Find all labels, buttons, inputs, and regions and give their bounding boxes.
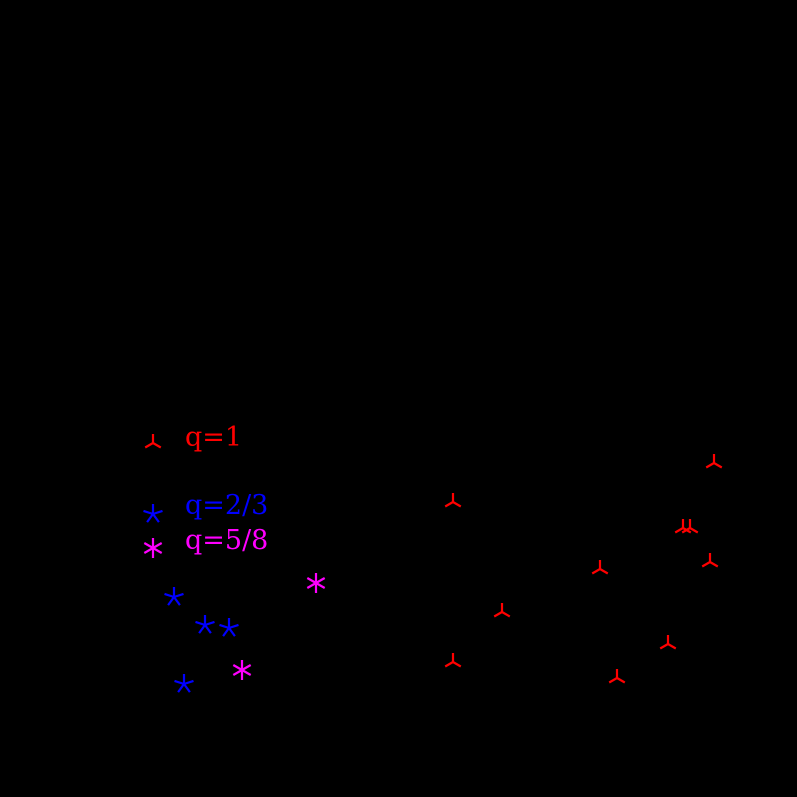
tri-up-marker-icon xyxy=(659,635,677,650)
legend-asterisk-icon xyxy=(143,538,163,558)
tri-up-marker-icon xyxy=(608,669,626,684)
legend-label-q5-8: q=5/8 xyxy=(185,525,269,556)
tri-up-marker-icon xyxy=(591,560,609,575)
tri-up-marker-icon xyxy=(701,553,719,568)
tri-up-marker-icon xyxy=(444,493,462,508)
tri-up-marker-icon xyxy=(493,603,511,618)
star-marker-icon xyxy=(164,587,184,606)
legend-star-icon xyxy=(143,504,163,523)
asterisk-marker-icon xyxy=(232,660,252,680)
legend xyxy=(143,434,163,558)
tri-up-marker-icon xyxy=(705,454,723,469)
legend-tri-up-icon xyxy=(144,434,162,449)
star-marker-icon xyxy=(174,674,194,693)
legend-label-q1: q=1 xyxy=(185,422,243,453)
asterisk-marker-icon xyxy=(306,573,326,593)
star-marker-icon xyxy=(219,618,239,637)
star-marker-icon xyxy=(195,615,215,634)
data-points xyxy=(164,454,723,693)
tri-up-marker-icon xyxy=(444,653,462,668)
tri-up-marker-icon xyxy=(681,519,699,534)
legend-label-q2-3: q=2/3 xyxy=(185,490,269,521)
